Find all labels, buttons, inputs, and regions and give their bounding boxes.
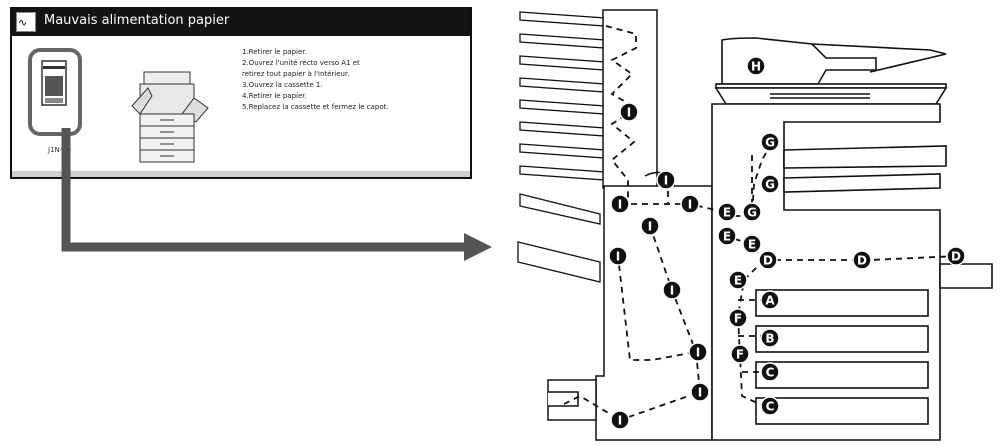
location-marker-circle bbox=[728, 270, 748, 290]
location-marker-label: G bbox=[765, 136, 775, 150]
error-code: J1N-00 bbox=[48, 146, 72, 154]
location-marker-circle bbox=[946, 246, 966, 266]
location-marker-label: I bbox=[648, 220, 652, 234]
location-marker-circle bbox=[760, 290, 780, 310]
panel-bottom-bar bbox=[12, 171, 470, 177]
location-marker-label: C bbox=[766, 366, 775, 380]
location-marker-label: I bbox=[696, 346, 700, 360]
location-marker-circle bbox=[717, 202, 737, 222]
location-marker-label: G bbox=[747, 206, 757, 220]
location-marker-circle bbox=[688, 342, 708, 362]
location-marker-label: E bbox=[723, 206, 731, 220]
location-marker-label: F bbox=[736, 348, 744, 362]
location-marker-label: E bbox=[748, 238, 756, 252]
location-marker-label: I bbox=[664, 174, 668, 188]
location-marker-circle bbox=[746, 56, 766, 76]
location-marker-label: F bbox=[734, 312, 742, 326]
location-marker-label: I bbox=[618, 414, 622, 428]
location-marker-label: G bbox=[765, 178, 775, 192]
location-marker-circle bbox=[619, 102, 639, 122]
location-marker-label: A bbox=[765, 294, 775, 308]
finisher-trays bbox=[517, 11, 606, 283]
location-marker-label: H bbox=[751, 60, 761, 74]
location-marker-label: E bbox=[734, 274, 742, 288]
location-marker-circle bbox=[610, 410, 630, 430]
panel-title-bar: ∿ Mauvais alimentation papier bbox=[12, 9, 470, 36]
location-marker-circle bbox=[640, 216, 660, 236]
location-marker-label: I bbox=[698, 386, 702, 400]
instruction-line: 3.Ouvrez la cassette 1. bbox=[242, 81, 323, 89]
location-marker-circle bbox=[730, 344, 750, 364]
instruction-line: 2.Ouvrez l'unité recto verso A1 et bbox=[242, 59, 360, 67]
location-marker-circle bbox=[742, 234, 762, 254]
location-marker-label: D bbox=[951, 250, 961, 264]
location-marker-circle bbox=[760, 362, 780, 382]
instruction-line: 4.Retirer le papier. bbox=[242, 92, 307, 100]
location-marker-label: B bbox=[765, 332, 774, 346]
instruction-line: 5.Replacez la cassette et fermez le capo… bbox=[242, 103, 389, 111]
svg-text:∿: ∿ bbox=[18, 16, 27, 29]
location-marker-circle bbox=[717, 226, 737, 246]
instruction-line: 1.Retirer le papier. bbox=[242, 48, 307, 56]
control-panel-screen: ∿ Mauvais alimentation papier bbox=[10, 7, 472, 179]
location-marker-label: E bbox=[723, 230, 731, 244]
panel-title: Mauvais alimentation papier bbox=[44, 13, 230, 28]
location-marker-circle bbox=[760, 132, 780, 152]
location-marker-circle bbox=[852, 250, 872, 270]
location-marker-label: D bbox=[763, 254, 773, 268]
location-marker-circle bbox=[680, 194, 700, 214]
location-marker-label: I bbox=[688, 198, 692, 212]
location-marker-circle bbox=[758, 250, 778, 270]
instruction-line: retirez tout papier à l'intérieur. bbox=[242, 70, 350, 78]
location-marker-circle bbox=[608, 246, 628, 266]
location-marker-circle bbox=[760, 396, 780, 416]
location-marker-circle bbox=[728, 308, 748, 328]
location-marker-label: C bbox=[766, 400, 775, 414]
location-marker-circle bbox=[662, 280, 682, 300]
finisher-column bbox=[602, 9, 658, 189]
panel-body: 1.Retirer le papier. 2.Ouvrez l'unité re… bbox=[12, 36, 470, 177]
location-marker-label: I bbox=[616, 250, 620, 264]
location-marker-label: I bbox=[618, 198, 622, 212]
app-icon: ∿ bbox=[16, 12, 36, 32]
printer-illustration bbox=[131, 71, 209, 163]
location-marker-circle bbox=[690, 382, 710, 402]
location-marker-circle bbox=[760, 174, 780, 194]
location-marker-label: I bbox=[627, 106, 631, 120]
printer-status-icon bbox=[28, 48, 82, 136]
location-marker-circle bbox=[656, 170, 676, 190]
location-marker-circle bbox=[760, 328, 780, 348]
location-marker-circle bbox=[742, 202, 762, 222]
location-marker-label: D bbox=[857, 254, 867, 268]
pointer-arrow bbox=[61, 128, 492, 261]
location-marker-label: I bbox=[670, 284, 674, 298]
location-marker-circle bbox=[610, 194, 630, 214]
